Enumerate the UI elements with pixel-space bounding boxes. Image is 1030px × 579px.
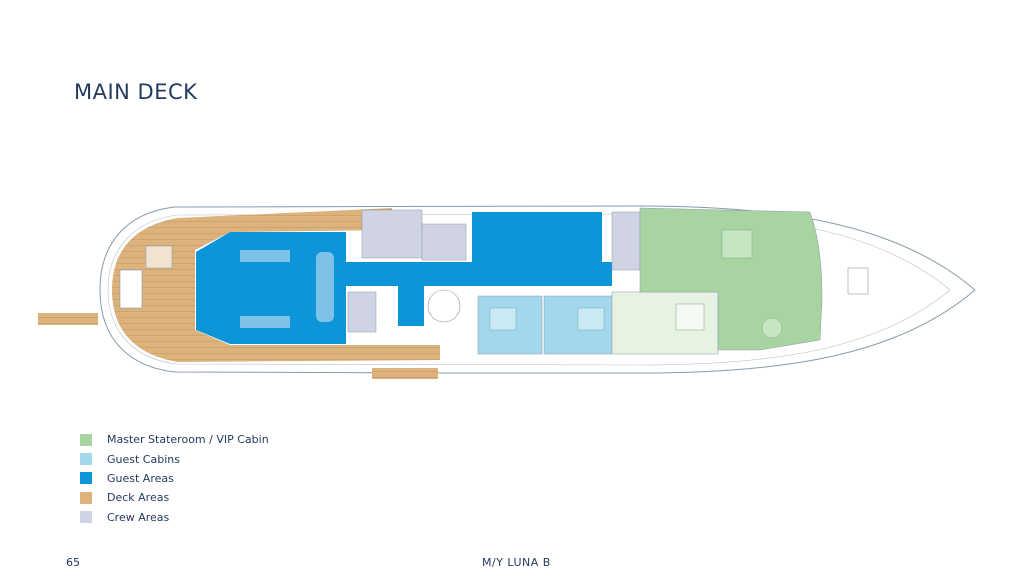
legend-swatch — [80, 472, 92, 485]
aft-deck — [112, 208, 440, 362]
legend: Master Stateroom / VIP Cabin Guest Cabin… — [80, 430, 269, 527]
hull-inner-line — [107, 213, 951, 366]
legend-label: Guest Cabins — [107, 452, 180, 466]
yacht-name: M/Y LUNA B — [482, 556, 551, 569]
cabin-bed-2 — [577, 307, 605, 331]
legend-item-master: Master Stateroom / VIP Cabin — [80, 430, 269, 449]
pantry — [361, 209, 423, 259]
vip-bed — [675, 303, 705, 331]
legend-label: Deck Areas — [107, 491, 170, 505]
page-number: 65 — [66, 556, 80, 569]
legend-label: Crew Areas — [107, 510, 170, 524]
swim-platform-left — [38, 313, 98, 325]
galley-service — [421, 223, 467, 261]
legend-item-guest-cabins: Guest Cabins — [80, 449, 269, 468]
legend-item-guest-areas: Guest Areas — [80, 469, 269, 488]
legend-label: Guest Areas — [107, 471, 174, 485]
upper-lounge — [472, 212, 602, 272]
legend-label: Master Stateroom / VIP Cabin — [107, 433, 269, 447]
lobby-lower — [398, 286, 424, 326]
aft-sunpad — [145, 245, 173, 269]
crew-stairs — [611, 211, 641, 271]
legend-swatch — [80, 511, 92, 524]
salon-sofa — [240, 250, 290, 262]
page-title: MAIN DECK — [74, 80, 198, 104]
legend-item-crew-areas: Crew Areas — [80, 508, 269, 527]
master-bed — [721, 229, 753, 259]
salon-sofa-2 — [240, 316, 290, 328]
legend-swatch — [80, 491, 92, 504]
bow-hatch — [847, 267, 869, 295]
swim-platform-lower — [372, 368, 438, 379]
master-stateroom — [639, 207, 823, 351]
master-tub — [761, 317, 783, 339]
legend-swatch — [80, 433, 92, 446]
legend-item-deck-areas: Deck Areas — [80, 488, 269, 507]
spiral-stair — [427, 289, 461, 323]
cabin-bed-1 — [489, 307, 517, 331]
aft-stair-block — [119, 269, 143, 309]
dining-table — [316, 252, 334, 322]
service-room — [347, 291, 377, 333]
legend-swatch — [80, 453, 92, 466]
